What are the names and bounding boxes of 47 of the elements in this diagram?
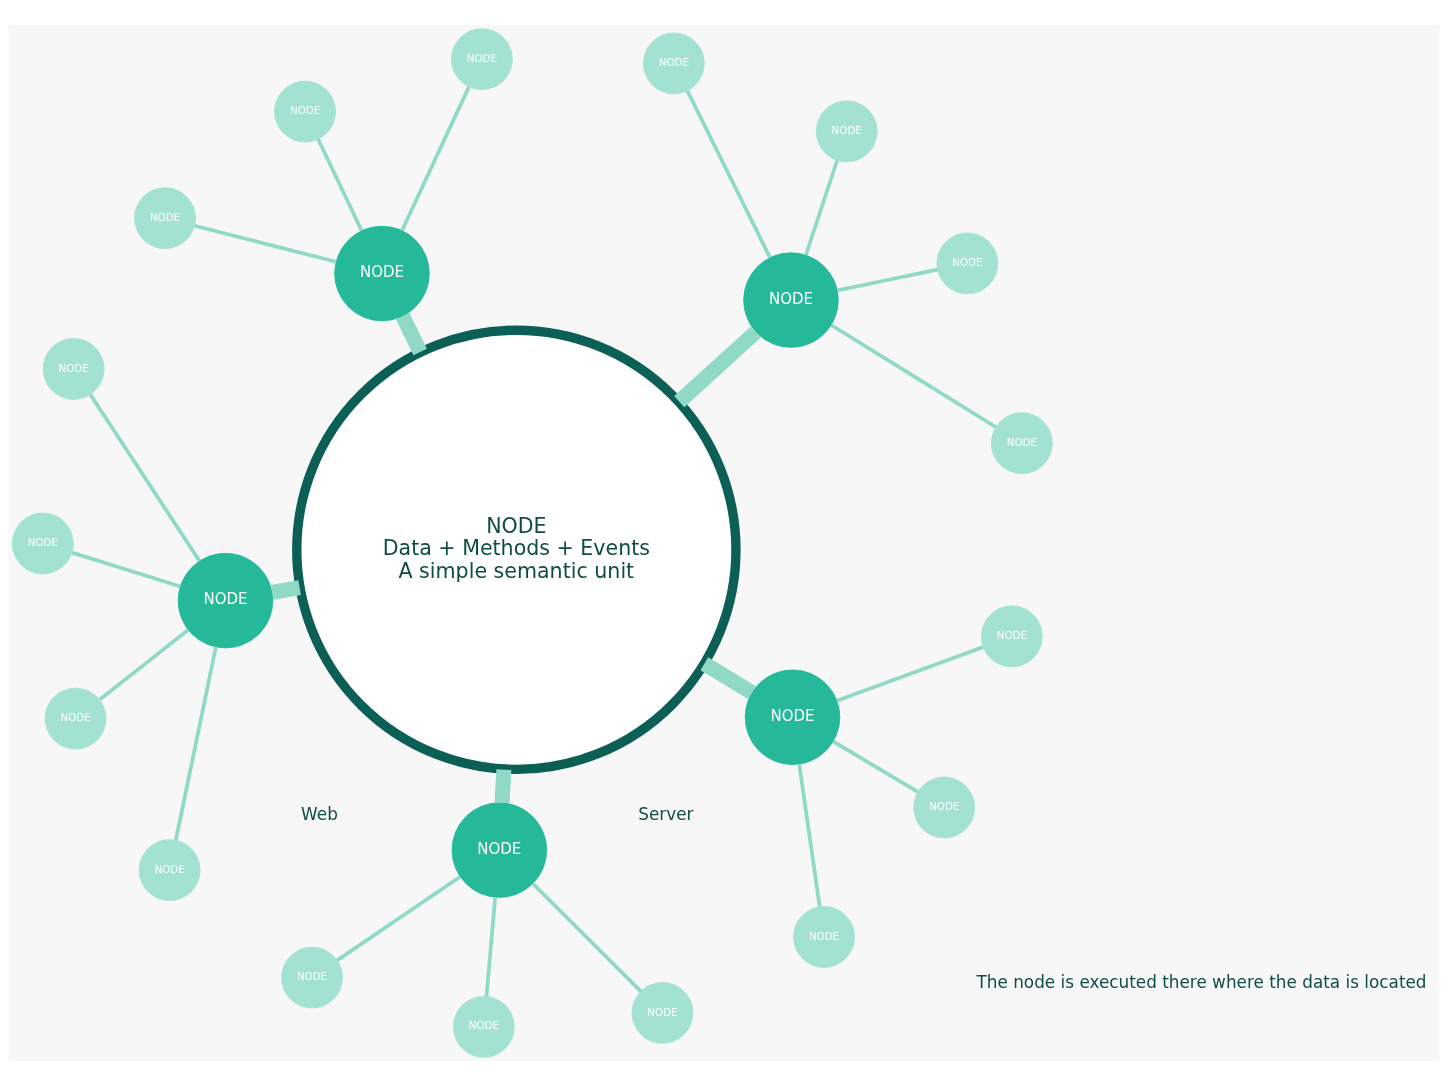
label: Server [638,803,694,824]
node-circle: NODE [452,995,515,1058]
node-circle: NODE [990,412,1053,475]
node-circle: NODE [138,839,201,901]
node-circle: NODE [11,512,74,575]
connector [400,86,471,232]
node-circle: NODE [334,225,430,322]
node-circle: NODE Data + Methods + Events A simple semantic unit [292,325,741,775]
connector [194,223,337,264]
connector [71,550,181,589]
connector [531,882,643,993]
connector [832,739,919,794]
node-circle: NODE [134,187,196,250]
label: The node is executed there where the data is located [976,972,1427,993]
connector [88,393,202,563]
connector [484,897,498,997]
node-circle: NODE [177,552,274,649]
connector [674,326,761,408]
connector [685,90,772,259]
node-circle: NODE [642,32,705,95]
connector [396,312,427,356]
node-circle: NODE [936,232,999,295]
connector [336,875,462,962]
node-circle: NODE [815,100,878,163]
label: Web [301,803,338,824]
connector [830,323,997,429]
node-circle: NODE [631,982,694,1044]
node-circle: NODE [44,687,107,750]
connector [494,769,512,804]
node-circle: NODE [744,669,841,765]
connector [98,628,190,701]
node-circle: NODE [451,802,548,898]
connector [173,646,218,841]
node-circle: NODE [743,252,839,348]
connector [836,645,984,703]
node-circle: NODE [451,28,513,91]
connector [316,138,364,232]
connector [804,159,839,256]
node-circle: NODE [274,80,336,143]
connector [797,763,822,907]
node-circle: NODE [281,946,343,1009]
node-circle: NODE [913,776,976,839]
connector [270,580,301,600]
node-circle: NODE [42,338,105,400]
node-circle: NODE [980,605,1043,668]
node-circle: NODE [793,906,855,968]
connector [836,267,938,293]
